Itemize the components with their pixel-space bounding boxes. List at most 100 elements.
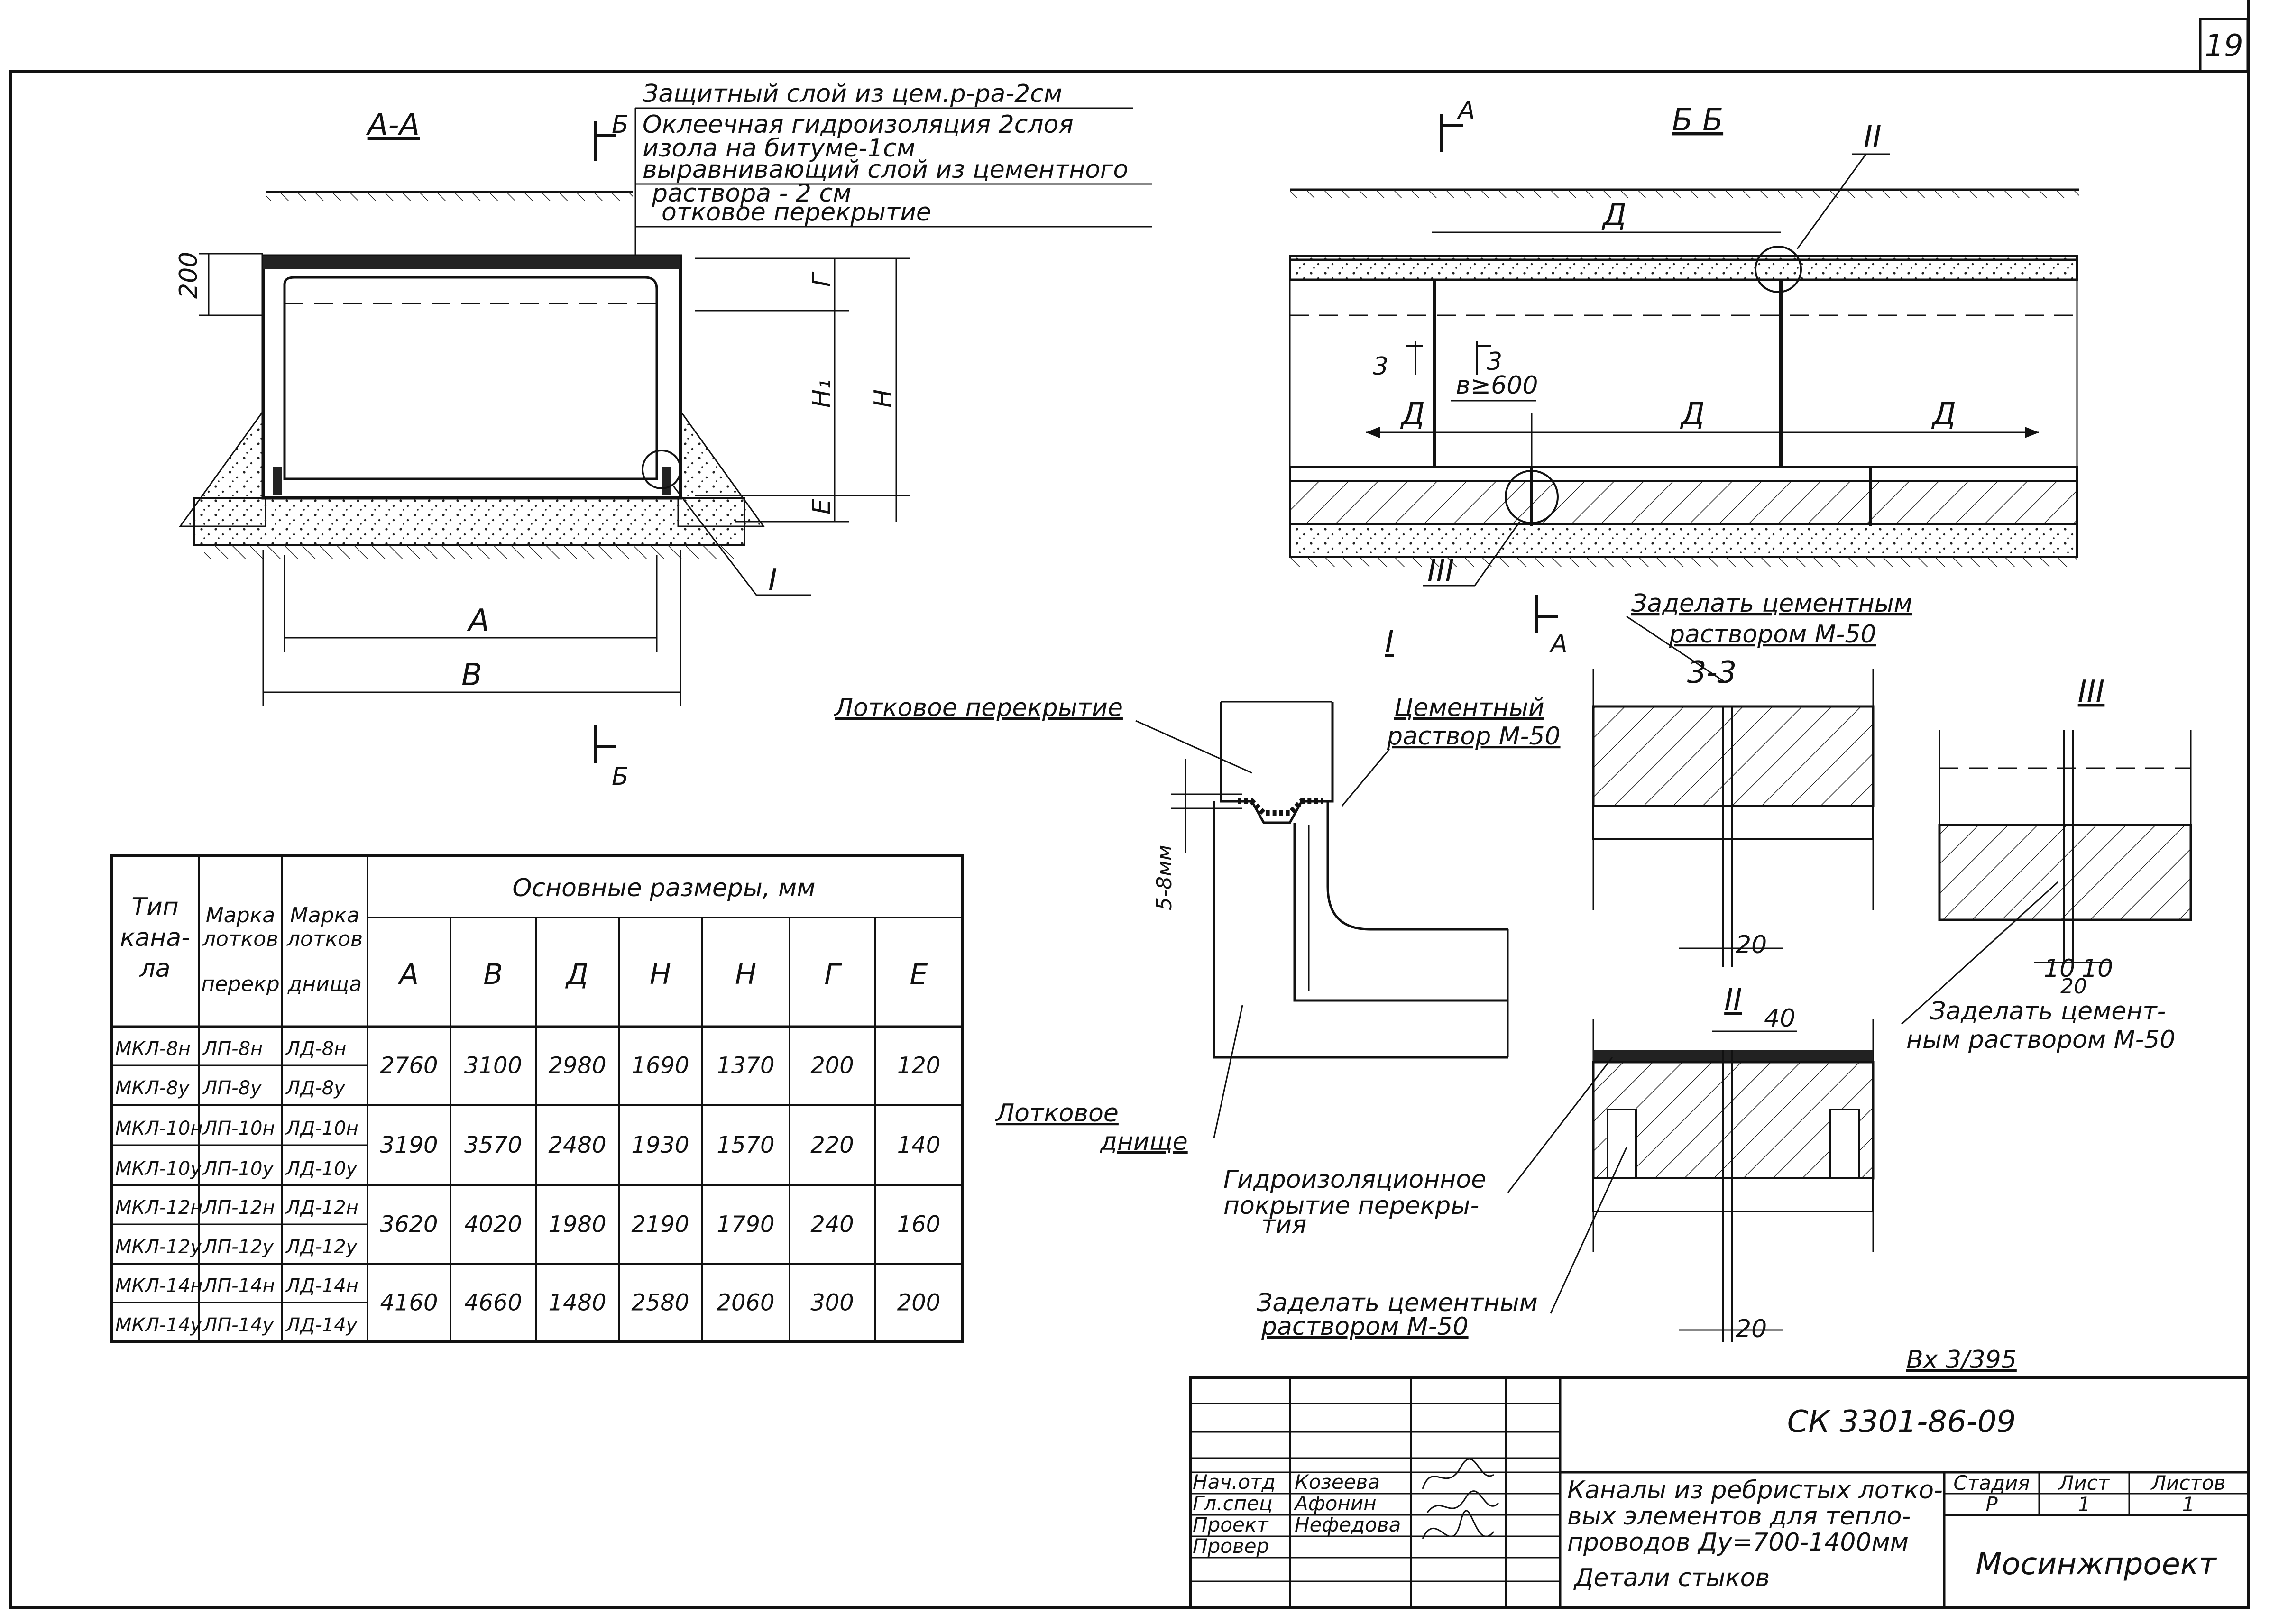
table-value-cell: 2760 — [380, 1053, 438, 1079]
layer-note-4: выравнивающий слой из цементного — [643, 156, 1128, 184]
dim-g: Г — [808, 271, 836, 287]
detail-33-title: 3-3 — [1687, 655, 1737, 690]
th-cover-3: перекр — [201, 972, 279, 996]
detail-ii-fill-1: Заделать цементным — [1257, 1289, 1538, 1317]
table-cell-cover: ЛП-12у — [202, 1236, 274, 1258]
detail-ii-dim-top: 40 — [1764, 1004, 1795, 1033]
sheets-label: Листов — [2150, 1471, 2226, 1495]
b-min-label: в≥600 — [1456, 371, 1538, 400]
table-dim-header: Н — [650, 958, 671, 991]
th-type-1: Тип — [131, 893, 179, 921]
table-cell-bottom: ЛД-12н — [285, 1197, 358, 1219]
table-value-cell: 200 — [810, 1053, 854, 1079]
name-2: Афонин — [1293, 1492, 1377, 1515]
name-3: Нефедова — [1295, 1513, 1401, 1536]
detail-3-3: Заделать цементным раствором М-50 3-3 20 — [1592, 589, 1912, 967]
callout-i-label: I — [768, 563, 777, 598]
layer-note-2: Оклеечная гидроизоляция 2слоя — [643, 110, 1074, 139]
stamp-number: Вх 3/395 — [1906, 1346, 2017, 1374]
table-value-cell: 3100 — [464, 1053, 522, 1079]
title-line-1: Каналы из ребристых лотко- — [1567, 1476, 1943, 1505]
detail-33-note-2: раствором М-50 — [1669, 620, 1876, 649]
table-dim-header: Н — [735, 958, 756, 991]
sheet-value: 1 — [2078, 1493, 2091, 1516]
table-cell-type: МКЛ-10н — [115, 1118, 202, 1139]
callout-iii-label: III — [1427, 553, 1454, 588]
section-bb: Б Б А II Д Д Д Д 3 3 в≥600 — [1289, 96, 2079, 658]
layer-note-6: отковое перекрытие — [662, 198, 931, 227]
role-1: Нач.отд — [1193, 1470, 1276, 1494]
table-value-cell: 1690 — [631, 1053, 689, 1079]
table-value-cell: 220 — [810, 1132, 854, 1158]
th-bottom-3: днища — [287, 972, 362, 996]
th-type-2: кана- — [120, 924, 190, 952]
title-line-4: Детали стыков — [1573, 1564, 1770, 1592]
dim-d-left: Д — [1400, 397, 1425, 432]
detail-ii-dim-bottom: 20 — [1736, 1315, 1767, 1343]
table-value-cell: 2190 — [631, 1211, 689, 1238]
dim-b: В — [461, 658, 482, 693]
layer-note-1: Защитный слой из цем.р-ра-2см — [643, 80, 1062, 108]
table-cell-bottom: ЛД-12у — [285, 1236, 358, 1258]
detail-i-bottom-label-2: днище — [1100, 1128, 1188, 1156]
dim-d-mid: Д — [1680, 397, 1705, 432]
detail-iii-title: III — [2078, 674, 2105, 709]
detail-i-cover-label: Лотковое перекрытие — [834, 694, 1123, 722]
th-type-3: ла — [139, 954, 170, 983]
table-cell-type: МКЛ-14у — [115, 1314, 202, 1336]
detail-i-mortar-label-1: Цементный — [1394, 694, 1544, 722]
callout-ii-label: II — [1864, 119, 1882, 155]
dim-h: Н — [869, 389, 898, 408]
signatures — [1422, 1458, 1499, 1539]
table-cell-bottom: ЛД-14у — [285, 1314, 358, 1336]
table-dim-header: В — [483, 958, 503, 991]
table-cell-bottom: ЛД-10н — [285, 1118, 358, 1139]
table-value-cell: 2060 — [717, 1290, 774, 1316]
detail-33-dim: 20 — [1736, 931, 1767, 959]
table-cell-bottom: ЛД-14н — [285, 1275, 358, 1297]
table-cell-cover: ЛП-8н — [202, 1038, 263, 1060]
table-cell-type: МКЛ-12у — [115, 1236, 202, 1258]
th-group: Основные размеры, мм — [513, 874, 816, 902]
table-value-cell: 3570 — [464, 1132, 522, 1158]
table-value-cell: 300 — [810, 1290, 854, 1316]
table-value-cell: 2580 — [631, 1290, 689, 1316]
layer-notes: Защитный слой из цем.р-ра-2см Оклеечная … — [634, 80, 1152, 266]
table-value-cell: 1980 — [548, 1211, 606, 1238]
sheets-value: 1 — [2182, 1493, 2195, 1516]
stage-label: Стадия — [1953, 1471, 2030, 1495]
section-bb-title: Б Б — [1672, 103, 1723, 138]
sheet-label: Лист — [2058, 1471, 2110, 1495]
table-value-cell: 2480 — [548, 1132, 606, 1158]
role-3: Проект — [1193, 1513, 1269, 1536]
mark-3-right: 3 — [1487, 348, 1502, 376]
layer-note-5: раствора - 2 см — [652, 179, 851, 208]
table-cell-type: МКЛ-14н — [115, 1275, 202, 1297]
section-aa-title: А-А — [366, 108, 420, 143]
detail-iii: III 10 10 20 Заделать цемент- ным раство… — [1901, 674, 2192, 1054]
dim-d-right: Д — [1931, 397, 1956, 432]
name-1: Козеева — [1295, 1470, 1380, 1494]
cut-mark-b-bottom: Б — [612, 762, 629, 791]
table-cell-type: МКЛ-8у — [115, 1077, 190, 1099]
layer-note-3: изола на битуме-1см — [643, 134, 915, 163]
organization: Мосинжпроект — [1976, 1547, 2217, 1582]
dimensions-table: Тип кана- ла Марка лотков перекр Марка л… — [110, 854, 964, 1343]
role-4: Провер — [1193, 1534, 1269, 1558]
th-cover-2: лотков — [202, 927, 278, 951]
table-dim-header: А — [397, 958, 419, 991]
role-2: Гл.спец — [1193, 1492, 1273, 1515]
table-cell-bottom: ЛД-8н — [285, 1038, 346, 1060]
table-cell-type: МКЛ-8н — [115, 1038, 191, 1060]
table-cell-bottom: ЛД-8у — [285, 1077, 346, 1099]
table-cell-cover: ЛП-8у — [202, 1077, 262, 1099]
cut-mark-a-bottom: А — [1549, 630, 1568, 658]
detail-i-mortar-label-2: раствор М-50 — [1387, 722, 1561, 751]
dim-h1: Н₁ — [808, 379, 836, 408]
title-block: Вх 3/395 Нач.отд Гл.спец Проект Провер К… — [1189, 1346, 2250, 1609]
detail-iii-note-2: ным раствором М-50 — [1906, 1026, 2175, 1054]
section-aa: А-А Б Защитный слой из цем.р-ра-2см Окле… — [175, 80, 1152, 791]
table-value-cell: 1930 — [631, 1132, 689, 1158]
table-cell-cover: ЛП-14н — [202, 1275, 275, 1297]
